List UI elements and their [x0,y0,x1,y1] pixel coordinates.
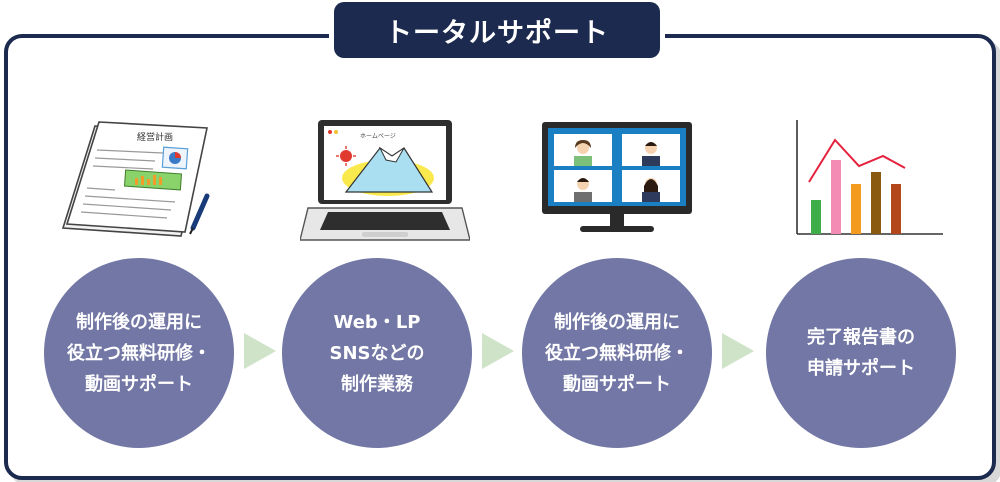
step-text-line: Web・LP [333,311,421,333]
step-circle-training-2: 制作後の運用に 役立つ無料研修・ 動画サポート [522,258,712,448]
step-text-line: 制作後の運用に [76,311,202,333]
step-text-line: SNSなどの [329,342,425,364]
video-conference-monitor-icon [540,118,710,246]
business-plan-document-icon: 経営計画 [55,118,225,246]
laptop-website-icon: ホームページ [300,118,470,246]
bar-chart-report-icon [785,118,955,246]
step-text-line: 申請サポート [807,358,915,379]
step-text-line: 動画サポート [563,373,671,395]
step-circle-web-production: Web・LP SNSなどの 制作業務 [282,258,472,448]
document-heading: 経営計画 [137,131,173,143]
browser-caption: ホームページ [360,133,396,140]
step-text-line: 役立つ無料研修・ [67,342,211,364]
step-text-line: 制作後の運用に [554,311,680,333]
arrow-right-icon [722,333,754,369]
arrow-right-icon [244,333,276,369]
step-text-line: 完了報告書の [807,327,915,348]
step-circle-completion-report: 完了報告書の 申請サポート [766,258,956,448]
step-circle-training: 制作後の運用に 役立つ無料研修・ 動画サポート [44,258,234,448]
section-title: トータルサポート [334,2,660,58]
arrow-right-icon [482,333,514,369]
step-text-line: 制作業務 [341,373,413,395]
step-text-line: 役立つ無料研修・ [545,342,689,364]
step-text-line: 動画サポート [85,373,193,395]
